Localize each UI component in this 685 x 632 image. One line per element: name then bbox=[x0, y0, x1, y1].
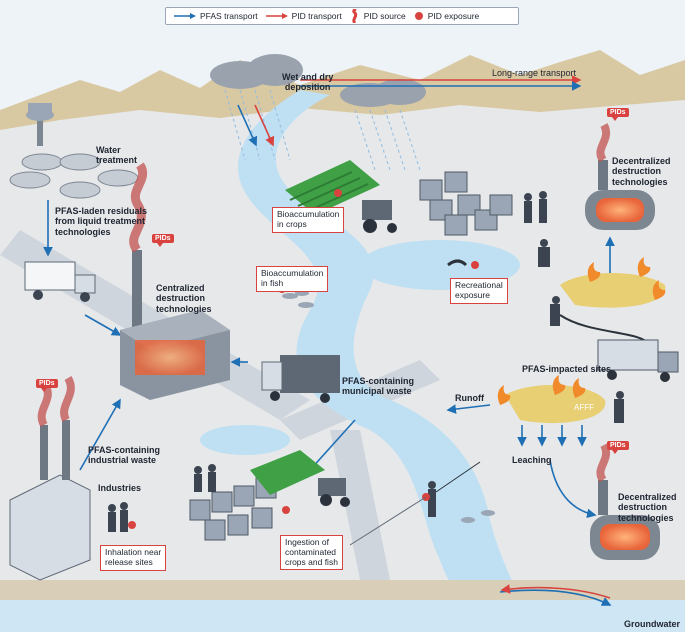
houses-cluster bbox=[419, 171, 513, 236]
fire-icon bbox=[587, 257, 666, 300]
afff-label: AFFF bbox=[574, 403, 594, 412]
pid-tag-centralized: PIDs bbox=[152, 234, 174, 247]
municipal-waste-label: PFAS-containing municipal waste bbox=[342, 376, 414, 397]
legend-item-pid-transport: PID transport bbox=[265, 11, 342, 21]
legend-label: PFAS transport bbox=[200, 11, 258, 21]
groundwater-label: Groundwater bbox=[624, 619, 681, 629]
rain-cloud-icon bbox=[210, 54, 426, 107]
tractor-icon-bottom bbox=[318, 478, 350, 507]
exposure-dot-inhalation bbox=[128, 521, 136, 529]
legend-label: PID exposure bbox=[427, 11, 480, 21]
bioaccumulation-crops-box: Bioaccumulation in crops bbox=[272, 207, 345, 233]
pid-tag-industry: PIDs bbox=[36, 379, 58, 392]
decentralized-top-label: Decentralized destruction technologies bbox=[612, 156, 671, 187]
recreational-exposure-box: Recreational exposure bbox=[450, 278, 508, 304]
bioaccumulation-fish-box: Bioaccumulation in fish bbox=[256, 266, 329, 292]
tanker-truck bbox=[24, 261, 96, 302]
exposure-dot-crops bbox=[334, 189, 342, 197]
red-dot-icon bbox=[414, 12, 423, 20]
red-arrow-icon bbox=[265, 13, 288, 19]
decentralized-bottom-label: Decentralized destruction technologies bbox=[618, 492, 677, 523]
leaching-label: Leaching bbox=[512, 455, 552, 465]
smoke-plume-icon bbox=[352, 9, 357, 23]
runoff-label: Runoff bbox=[455, 393, 484, 403]
industrial-factory bbox=[9, 375, 91, 581]
legend-label: PID transport bbox=[291, 11, 342, 21]
residuals-label: PFAS-laden residuals from liquid treatme… bbox=[55, 206, 148, 237]
legend-item-pid-source: PID source bbox=[350, 9, 406, 23]
industrial-waste-label: PFAS-containing industrial waste bbox=[88, 445, 160, 466]
legend-label: PID source bbox=[363, 11, 406, 21]
pond bbox=[360, 240, 520, 290]
decentralized-unit-top bbox=[585, 123, 655, 230]
centralized-label: Centralized destruction technologies bbox=[156, 283, 212, 314]
legend-item-pfas: PFAS transport bbox=[174, 11, 258, 21]
legend-item-pid-exposure: PID exposure bbox=[414, 11, 480, 21]
groundwater-layer bbox=[0, 598, 685, 632]
tractor-icon bbox=[362, 200, 397, 233]
pid-tag-decentral-top: PIDs bbox=[607, 108, 629, 121]
centralized-destruction-plant bbox=[120, 162, 230, 400]
pid-tag-decentral-bottom: PIDs bbox=[607, 441, 629, 454]
garbage-truck bbox=[261, 355, 340, 403]
exposure-dot-recreational bbox=[471, 261, 479, 269]
fire-truck bbox=[597, 339, 679, 382]
inhalation-box: Inhalation near release sites bbox=[100, 545, 167, 571]
crop-field-bottom bbox=[250, 450, 325, 495]
swimmer-icon bbox=[447, 259, 468, 267]
people-icon bbox=[108, 502, 128, 532]
blue-arrow-icon bbox=[174, 13, 196, 19]
industries-label: Industries bbox=[98, 483, 142, 493]
legend: PFAS transport PID transport PID source … bbox=[165, 7, 519, 25]
water-treatment-label: Water treatment bbox=[96, 145, 138, 166]
ingestion-box: Ingestion of contaminated crops and fish bbox=[280, 535, 343, 571]
deposition-label: Wet and dry deposition bbox=[282, 72, 334, 93]
decentralized-unit-bottom bbox=[590, 443, 660, 560]
impacted-sites-label: PFAS-impacted sites bbox=[522, 364, 612, 374]
fisher-icon bbox=[428, 461, 481, 517]
long-range-label: Long-range transport bbox=[492, 68, 577, 78]
contaminated-soil bbox=[560, 272, 666, 308]
